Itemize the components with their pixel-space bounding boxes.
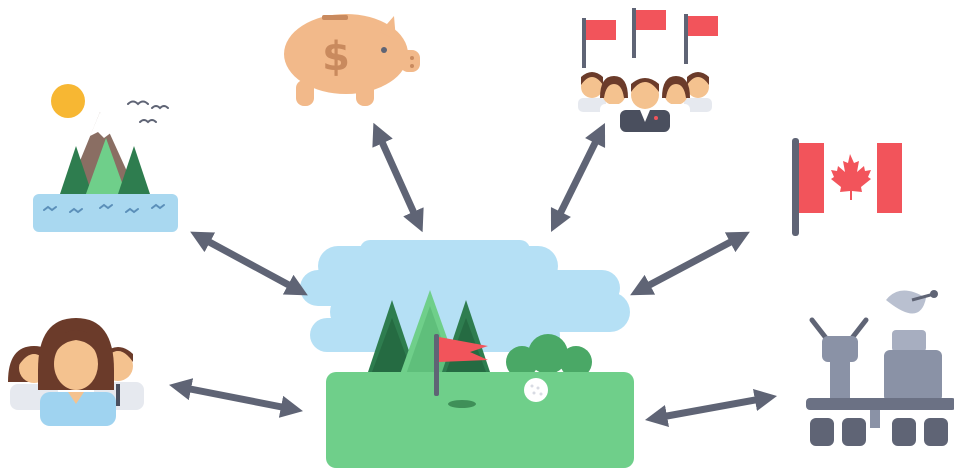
piggy-bank-icon: $ [284, 14, 420, 106]
golf-course-icon [300, 240, 634, 468]
maple-leaf-icon [831, 154, 871, 200]
arrow-community [550, 122, 606, 233]
nature-landscape-icon [33, 84, 178, 232]
flags [582, 8, 718, 68]
arrow-country [630, 231, 750, 296]
arrow-nature [190, 231, 308, 296]
crowd [578, 72, 712, 132]
machinery-satellite-icon [806, 290, 954, 446]
satellite-dish-icon [886, 290, 938, 352]
grass-field [326, 372, 634, 468]
sun-icon [51, 84, 85, 118]
arrow-savings [372, 122, 424, 233]
canada-flag-icon [792, 138, 902, 236]
bushes [506, 334, 592, 378]
arrow-technology [644, 388, 778, 428]
connection-arrows [169, 122, 778, 428]
people-group-icon [8, 318, 144, 426]
golf-ball-icon [524, 378, 548, 402]
golf-flag-icon [434, 334, 488, 396]
birds-icon [127, 100, 169, 124]
golf-hole [448, 400, 476, 408]
dollar-sign-icon: $ [322, 34, 350, 80]
group-with-flags-icon [578, 8, 718, 132]
lake [33, 194, 178, 232]
arrow-people [169, 378, 303, 418]
wheels [810, 418, 948, 446]
